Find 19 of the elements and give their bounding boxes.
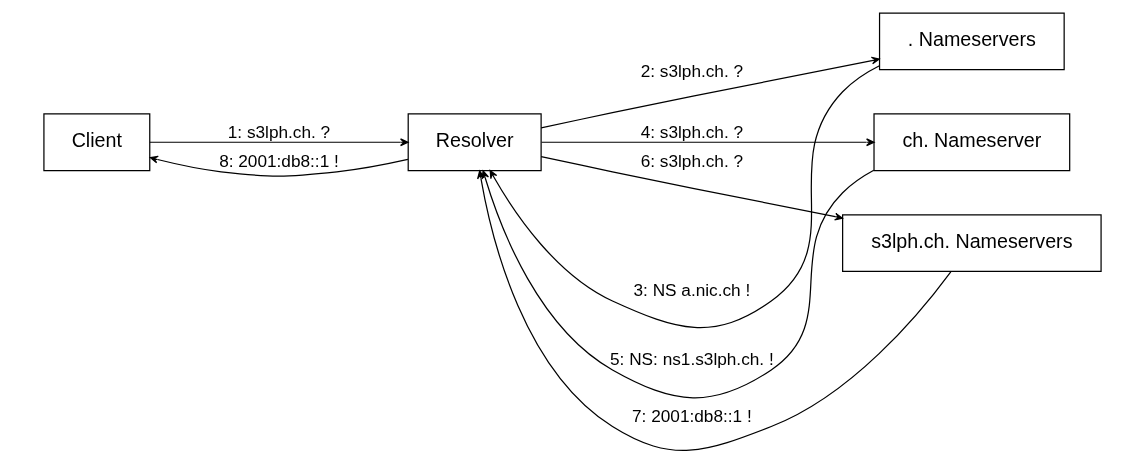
node-box: Client xyxy=(43,113,151,172)
arrow xyxy=(540,138,875,147)
edge-label: 5: NS: ns1.s3lph.ch. ! xyxy=(610,349,774,370)
edge-label: 1: s3lph.ch. ? xyxy=(227,121,331,142)
arrow xyxy=(489,65,881,329)
edge-label: 2: s3lph.ch. ? xyxy=(640,61,744,82)
node-box: Resolver xyxy=(407,113,542,172)
edge-label: 7: 2001:db8::1 ! xyxy=(632,405,752,426)
edge-label: 8: 2001:db8::1 ! xyxy=(219,151,339,172)
arrow xyxy=(149,155,409,177)
node-box: . Nameservers xyxy=(878,12,1065,71)
arrow xyxy=(540,56,880,129)
arrow xyxy=(149,138,409,147)
edge-label: 3: NS a.nic.ch ! xyxy=(633,280,751,301)
node-box: ch. Nameserver xyxy=(873,113,1071,172)
edge-label: 4: s3lph.ch. ? xyxy=(640,121,744,142)
node-box: s3lph.ch. Nameservers xyxy=(842,214,1102,273)
arrow xyxy=(540,155,844,221)
edge-label: 6: s3lph.ch. ? xyxy=(640,151,744,172)
